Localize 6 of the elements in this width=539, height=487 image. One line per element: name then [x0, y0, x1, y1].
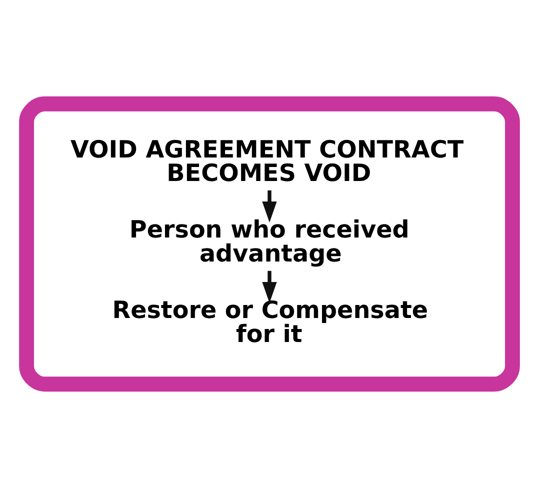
node-text: Person who received advantage — [129, 215, 410, 268]
node-text: Restore or Compensate for it — [112, 296, 428, 348]
node-text: VOID AGREEMENT CONTRACT BECOMES VOID — [70, 134, 464, 187]
arrow — [262, 190, 277, 222]
cluster — [19, 96, 520, 392]
arrow — [262, 270, 277, 302]
